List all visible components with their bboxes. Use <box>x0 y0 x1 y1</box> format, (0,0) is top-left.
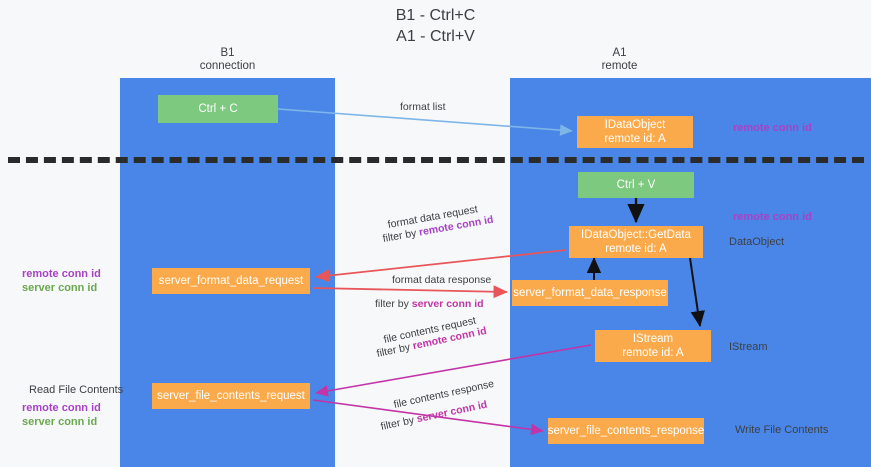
lane-header-b1-name: B1 <box>220 47 235 59</box>
title-line-1: B1 - Ctrl+C <box>395 7 476 24</box>
side-label-left-server-conn-id-1: server conn id <box>22 281 98 294</box>
side-label-group-left-top: remote conn id server conn id <box>22 268 101 295</box>
filter-prefix: filter by <box>375 340 415 360</box>
box-server-file-contents-response[interactable]: server_file_contents_response <box>548 418 704 444</box>
side-label-left-remote-conn-id-2: remote conn id <box>22 402 101 414</box>
box-server-format-data-response-label: server_format_data_response <box>513 287 667 299</box>
box-istream-line1: IStream <box>632 333 674 345</box>
box-idataobject-line1: IDataObject <box>604 119 666 131</box>
side-label-read-file-contents: Read File Contents <box>29 384 124 396</box>
box-idataobject[interactable]: IDataObject remote id: A <box>577 116 693 148</box>
box-server-file-contents-request[interactable]: server_file_contents_request <box>152 383 310 409</box>
box-ctrl-v-label: Ctrl + V <box>616 179 656 191</box>
box-server-format-data-response[interactable]: server_format_data_response <box>512 280 668 306</box>
side-label-group-left-bottom: remote conn id server conn id <box>22 402 101 429</box>
side-label-istream: IStream <box>729 341 768 353</box>
side-label-left-server-conn-id-2: server conn id <box>22 415 98 428</box>
box-server-file-contents-response-label: server_file_contents_response <box>547 425 705 437</box>
side-label-write-file-contents: Write File Contents <box>735 424 829 436</box>
side-label-remote-conn-id-mid: remote conn id <box>733 211 812 223</box>
side-label-remote-conn-id-top: remote conn id <box>733 122 812 134</box>
title-line-2: A1 - Ctrl+V <box>396 28 475 45</box>
box-server-format-data-request[interactable]: server_format_data_request <box>152 268 310 294</box>
box-getdata-line1: IDataObject::GetData <box>581 229 691 241</box>
filter-prefix: filter by <box>379 413 419 433</box>
label-format-data-response: format data response <box>392 274 492 286</box>
filter-key-server-conn-id: server conn id <box>411 298 484 310</box>
box-idataobject-line2: remote id: A <box>604 133 666 145</box>
box-idataobject-getdata[interactable]: IDataObject::GetData remote id: A <box>569 226 703 258</box>
box-istream-line2: remote id: A <box>622 347 684 359</box>
filter-prefix: filter by <box>381 226 421 245</box>
page-title: B1 - Ctrl+C A1 - Ctrl+V <box>0 5 871 47</box>
section-divider <box>8 157 864 163</box>
side-label-dataobject: DataObject <box>729 236 785 248</box>
box-ctrl-c-label: Ctrl + C <box>198 103 238 115</box>
lane-header-b1: B1 connection <box>160 47 295 73</box>
lane-header-a1: A1 remote <box>552 47 687 73</box>
filter-prefix: filter by <box>375 298 412 310</box>
box-server-format-data-request-label: server_format_data_request <box>158 275 304 287</box>
box-ctrl-c[interactable]: Ctrl + C <box>158 95 278 123</box>
box-getdata-line2: remote id: A <box>605 243 667 255</box>
lane-header-a1-name: A1 <box>612 47 627 59</box>
box-ctrl-v[interactable]: Ctrl + V <box>578 172 694 198</box>
lane-header-a1-subtitle: remote <box>601 60 638 72</box>
label-format-list: format list <box>400 101 446 113</box>
box-server-file-contents-request-label: server_file_contents_request <box>157 390 305 402</box>
box-istream[interactable]: IStream remote id: A <box>595 330 711 362</box>
arrow-format-data-response <box>312 285 508 299</box>
lane-header-b1-subtitle: connection <box>199 60 256 72</box>
side-label-left-remote-conn-id-1: remote conn id <box>22 268 101 280</box>
label-format-data-response-filter: filter by server conn id <box>375 298 484 311</box>
